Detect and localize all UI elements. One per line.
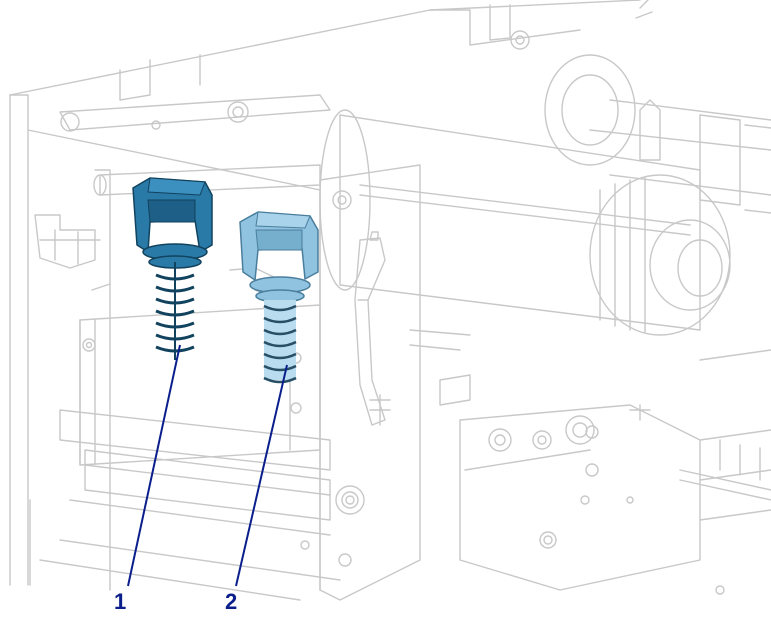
toggle-spring-2	[239, 211, 319, 384]
callout-leaders	[127, 344, 288, 587]
printer-line-art	[9, 0, 771, 601]
toggle-spring-1	[132, 177, 213, 360]
callout-line-1	[127, 344, 181, 587]
callout-line-2	[235, 364, 288, 587]
callout-label-1: 1	[114, 589, 127, 614]
callout-label-2: 2	[225, 589, 238, 614]
